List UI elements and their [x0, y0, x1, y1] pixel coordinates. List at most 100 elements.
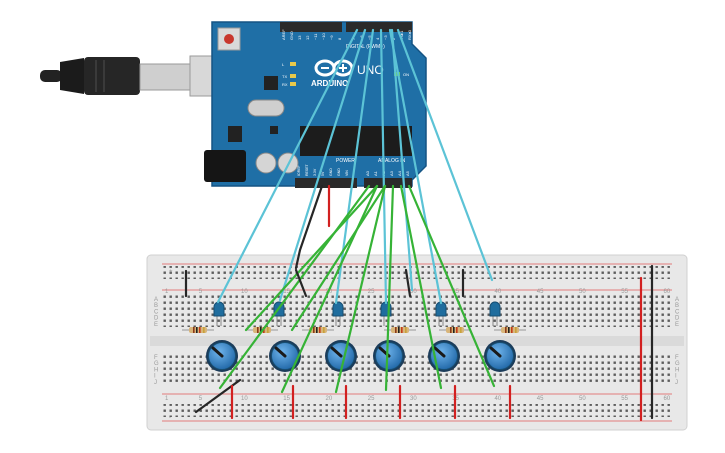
resistor-4[interactable]: [384, 327, 416, 333]
resistor-5[interactable]: [439, 327, 471, 333]
resistor-band: [199, 327, 201, 333]
resistor-band: [319, 327, 321, 333]
resistor-1[interactable]: [182, 327, 214, 333]
row-letter: E: [675, 322, 679, 328]
row-letter: D: [154, 316, 159, 322]
digital-wire-3[interactable]: [334, 28, 375, 305]
column-number: 50: [579, 396, 586, 402]
led-5[interactable]: [435, 301, 447, 326]
pot-pointer: [489, 346, 502, 358]
digital-pin-label: ~6: [359, 35, 364, 40]
column-number: 10: [241, 289, 248, 295]
resistor-band: [456, 327, 458, 333]
column-number: 15: [283, 396, 290, 402]
led-body: [489, 301, 501, 317]
resistor-6[interactable]: [494, 327, 526, 333]
row-letter: H: [154, 367, 158, 373]
usb-cable[interactable]: [40, 55, 241, 97]
analog-pin-label: A1: [373, 170, 378, 176]
led-rx: [290, 82, 296, 86]
resistor-band: [323, 327, 325, 333]
small-chip: [270, 126, 278, 134]
components: [182, 301, 526, 372]
digital-wire-6[interactable]: [396, 28, 494, 282]
led-3[interactable]: [332, 301, 344, 326]
power-pin-label: GND: [337, 168, 341, 176]
board-model: UNO: [357, 63, 384, 77]
analog-wire-6[interactable]: [407, 184, 496, 388]
resistor-band: [260, 327, 262, 333]
reset-button-cap: [224, 34, 234, 44]
ground-jumper-2[interactable]: [294, 268, 308, 298]
crystal: [247, 99, 285, 117]
analog-wire-1[interactable]: [218, 184, 371, 390]
led-body: [435, 301, 447, 317]
column-number: 10: [241, 396, 248, 402]
row-letter: J: [154, 380, 157, 386]
digital-pin-label: AREF: [281, 29, 286, 40]
analog-wire-3[interactable]: [334, 184, 387, 394]
column-number: 45: [537, 396, 544, 402]
analog-wire-branch-1[interactable]: [244, 184, 379, 332]
resistor-band: [196, 327, 198, 333]
row-letter: I: [675, 374, 677, 380]
resistor-band: [460, 327, 462, 333]
potentiometer-4[interactable]: [373, 340, 405, 372]
ground-jumper-3[interactable]: [404, 268, 412, 298]
digital-pin-label: ~10: [321, 32, 326, 40]
power-jack: [204, 150, 246, 182]
potentiometer-2[interactable]: [269, 340, 301, 372]
row-letter: C: [675, 309, 680, 315]
resistor-band: [203, 327, 205, 333]
digital-pin-label: ~9: [329, 35, 334, 40]
row-letter: J: [675, 380, 678, 386]
analog-wire-4[interactable]: [384, 184, 395, 392]
power-header: [295, 178, 357, 188]
digital-pin-label: 13: [297, 35, 302, 40]
pot-pointer: [433, 346, 446, 358]
ground-wire-main[interactable]: [294, 184, 324, 270]
row-letter: A: [675, 297, 679, 303]
row-letter: H: [675, 367, 679, 373]
resistor-band: [450, 327, 452, 333]
column-number: 5: [199, 396, 203, 402]
digital-pin-label: 12: [305, 35, 310, 40]
digital-wire-1[interactable]: [216, 28, 359, 304]
analog-wire-branch-2[interactable]: [290, 184, 387, 332]
digital-wire-2[interactable]: [278, 28, 367, 302]
led-l: [290, 62, 296, 66]
digital-wire-5[interactable]: [388, 28, 443, 305]
digital-header-right: [346, 22, 412, 32]
usb-plug-boot: [60, 58, 84, 94]
potentiometer-6[interactable]: [484, 340, 516, 372]
analog-header: [364, 178, 412, 188]
led-1[interactable]: [213, 301, 225, 326]
usb-plug-metal: [139, 63, 191, 91]
potentiometer-1[interactable]: [206, 340, 238, 372]
analog-wire-2[interactable]: [280, 184, 379, 394]
led-6[interactable]: [489, 301, 501, 326]
power-label: POWER: [336, 158, 355, 164]
column-number: 55: [621, 396, 628, 402]
column-number: 45: [537, 289, 544, 295]
column-number: 25: [368, 289, 375, 295]
potentiometer-3[interactable]: [325, 340, 357, 372]
row-letter: A: [154, 297, 158, 303]
analog-pin-label: A5: [405, 170, 410, 176]
usb-chip: [264, 76, 278, 90]
pot-pointer: [211, 346, 224, 358]
digital-wire-extra[interactable]: [390, 28, 414, 292]
resistor-3[interactable]: [302, 327, 334, 333]
column-number: 15: [283, 289, 290, 295]
resistor-band: [267, 327, 269, 333]
digital-pin-label: ~3: [383, 35, 388, 40]
capacitor-1: [255, 152, 277, 174]
power-pin-label: VIN: [345, 170, 349, 176]
digital-wire-4[interactable]: [379, 28, 388, 305]
resistor-band: [398, 327, 400, 333]
digital-pin-label: ~11: [313, 33, 318, 40]
analog-wire-5[interactable]: [399, 184, 443, 390]
